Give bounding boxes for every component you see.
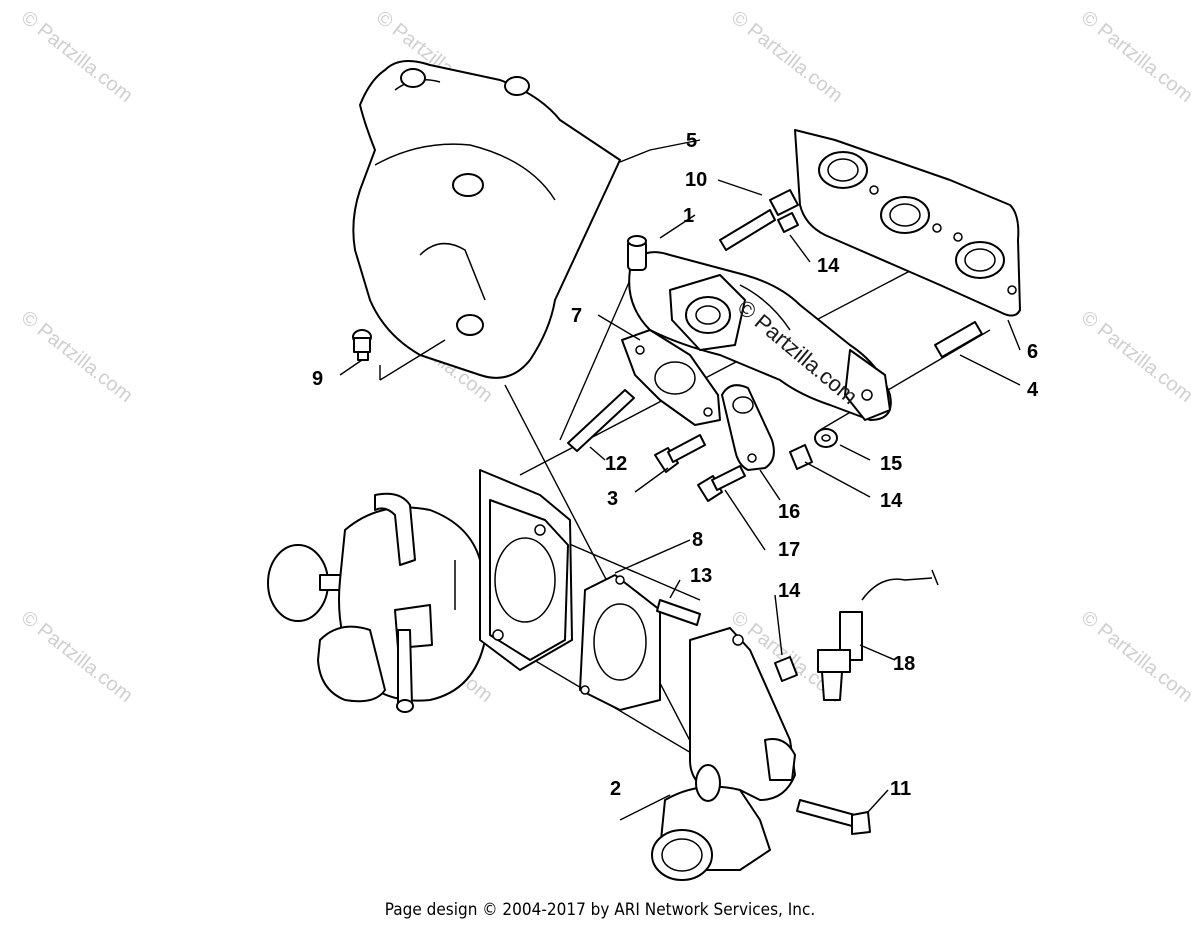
watermark: © Partzilla.com (1077, 307, 1197, 407)
watermark: © Partzilla.com (1077, 607, 1197, 707)
callout-15: 15 (880, 453, 902, 475)
part-1-exhaust-manifold (627, 235, 892, 421)
callout-labels: 1 2 3 4 5 6 7 8 9 10 11 12 13 14 14 14 1… (312, 130, 1039, 800)
part-8-turbo-gasket (579, 574, 661, 711)
part-5-heat-shield (352, 60, 621, 379)
part-14-nut-top (777, 212, 799, 233)
part-13-stud (656, 599, 701, 626)
callout-7: 7 (571, 305, 582, 327)
callout-6: 6 (1027, 341, 1038, 363)
callout-8: 8 (692, 529, 703, 551)
part-6-manifold-gasket (794, 129, 1021, 317)
part-4-stud (934, 321, 983, 358)
callout-5: 5 (686, 130, 697, 152)
leader-lines (339, 139, 1021, 821)
part-11-bolt (796, 799, 871, 835)
part-10-bolt (719, 189, 799, 251)
callout-11: 11 (890, 778, 911, 800)
part-17-bolt (697, 465, 746, 502)
watermark: © Partzilla.com (1077, 7, 1197, 107)
part-14-nut-mid (789, 444, 813, 470)
callout-2: 2 (610, 778, 621, 800)
callout-1: 1 (683, 205, 694, 227)
part-14-nut-low (774, 656, 798, 682)
watermark: © Partzilla.com (17, 7, 137, 107)
watermark: © Partzilla.com (727, 7, 847, 107)
callout-16: 16 (778, 501, 800, 523)
callout-4: 4 (1027, 379, 1039, 401)
copyright-footer: Page design © 2004-2017 by ARI Network S… (384, 900, 816, 920)
callout-10: 10 (685, 169, 707, 191)
part-15-washer (814, 428, 838, 448)
part-9-bolt (352, 329, 446, 381)
watermark: © Partzilla.com (17, 607, 137, 707)
callout-17: 17 (778, 539, 800, 561)
callout-14-mid: 14 (880, 490, 903, 512)
part-18-oxygen-sensor (817, 569, 939, 701)
part-12-stud (567, 389, 635, 452)
part-3-bolt (654, 434, 706, 473)
callout-13: 13 (690, 565, 712, 587)
callout-14-top: 14 (817, 255, 840, 277)
turbocharger-assembly (267, 469, 573, 713)
callout-18: 18 (893, 653, 915, 675)
callout-14-low: 14 (778, 580, 801, 602)
callout-3: 3 (607, 488, 618, 510)
part-2-exhaust-outlet (651, 627, 796, 881)
part-16-bracket (721, 384, 775, 471)
callout-12: 12 (605, 453, 627, 475)
callout-9: 9 (312, 368, 323, 390)
watermark: © Partzilla.com (17, 307, 137, 407)
part-7-gasket (621, 329, 721, 426)
